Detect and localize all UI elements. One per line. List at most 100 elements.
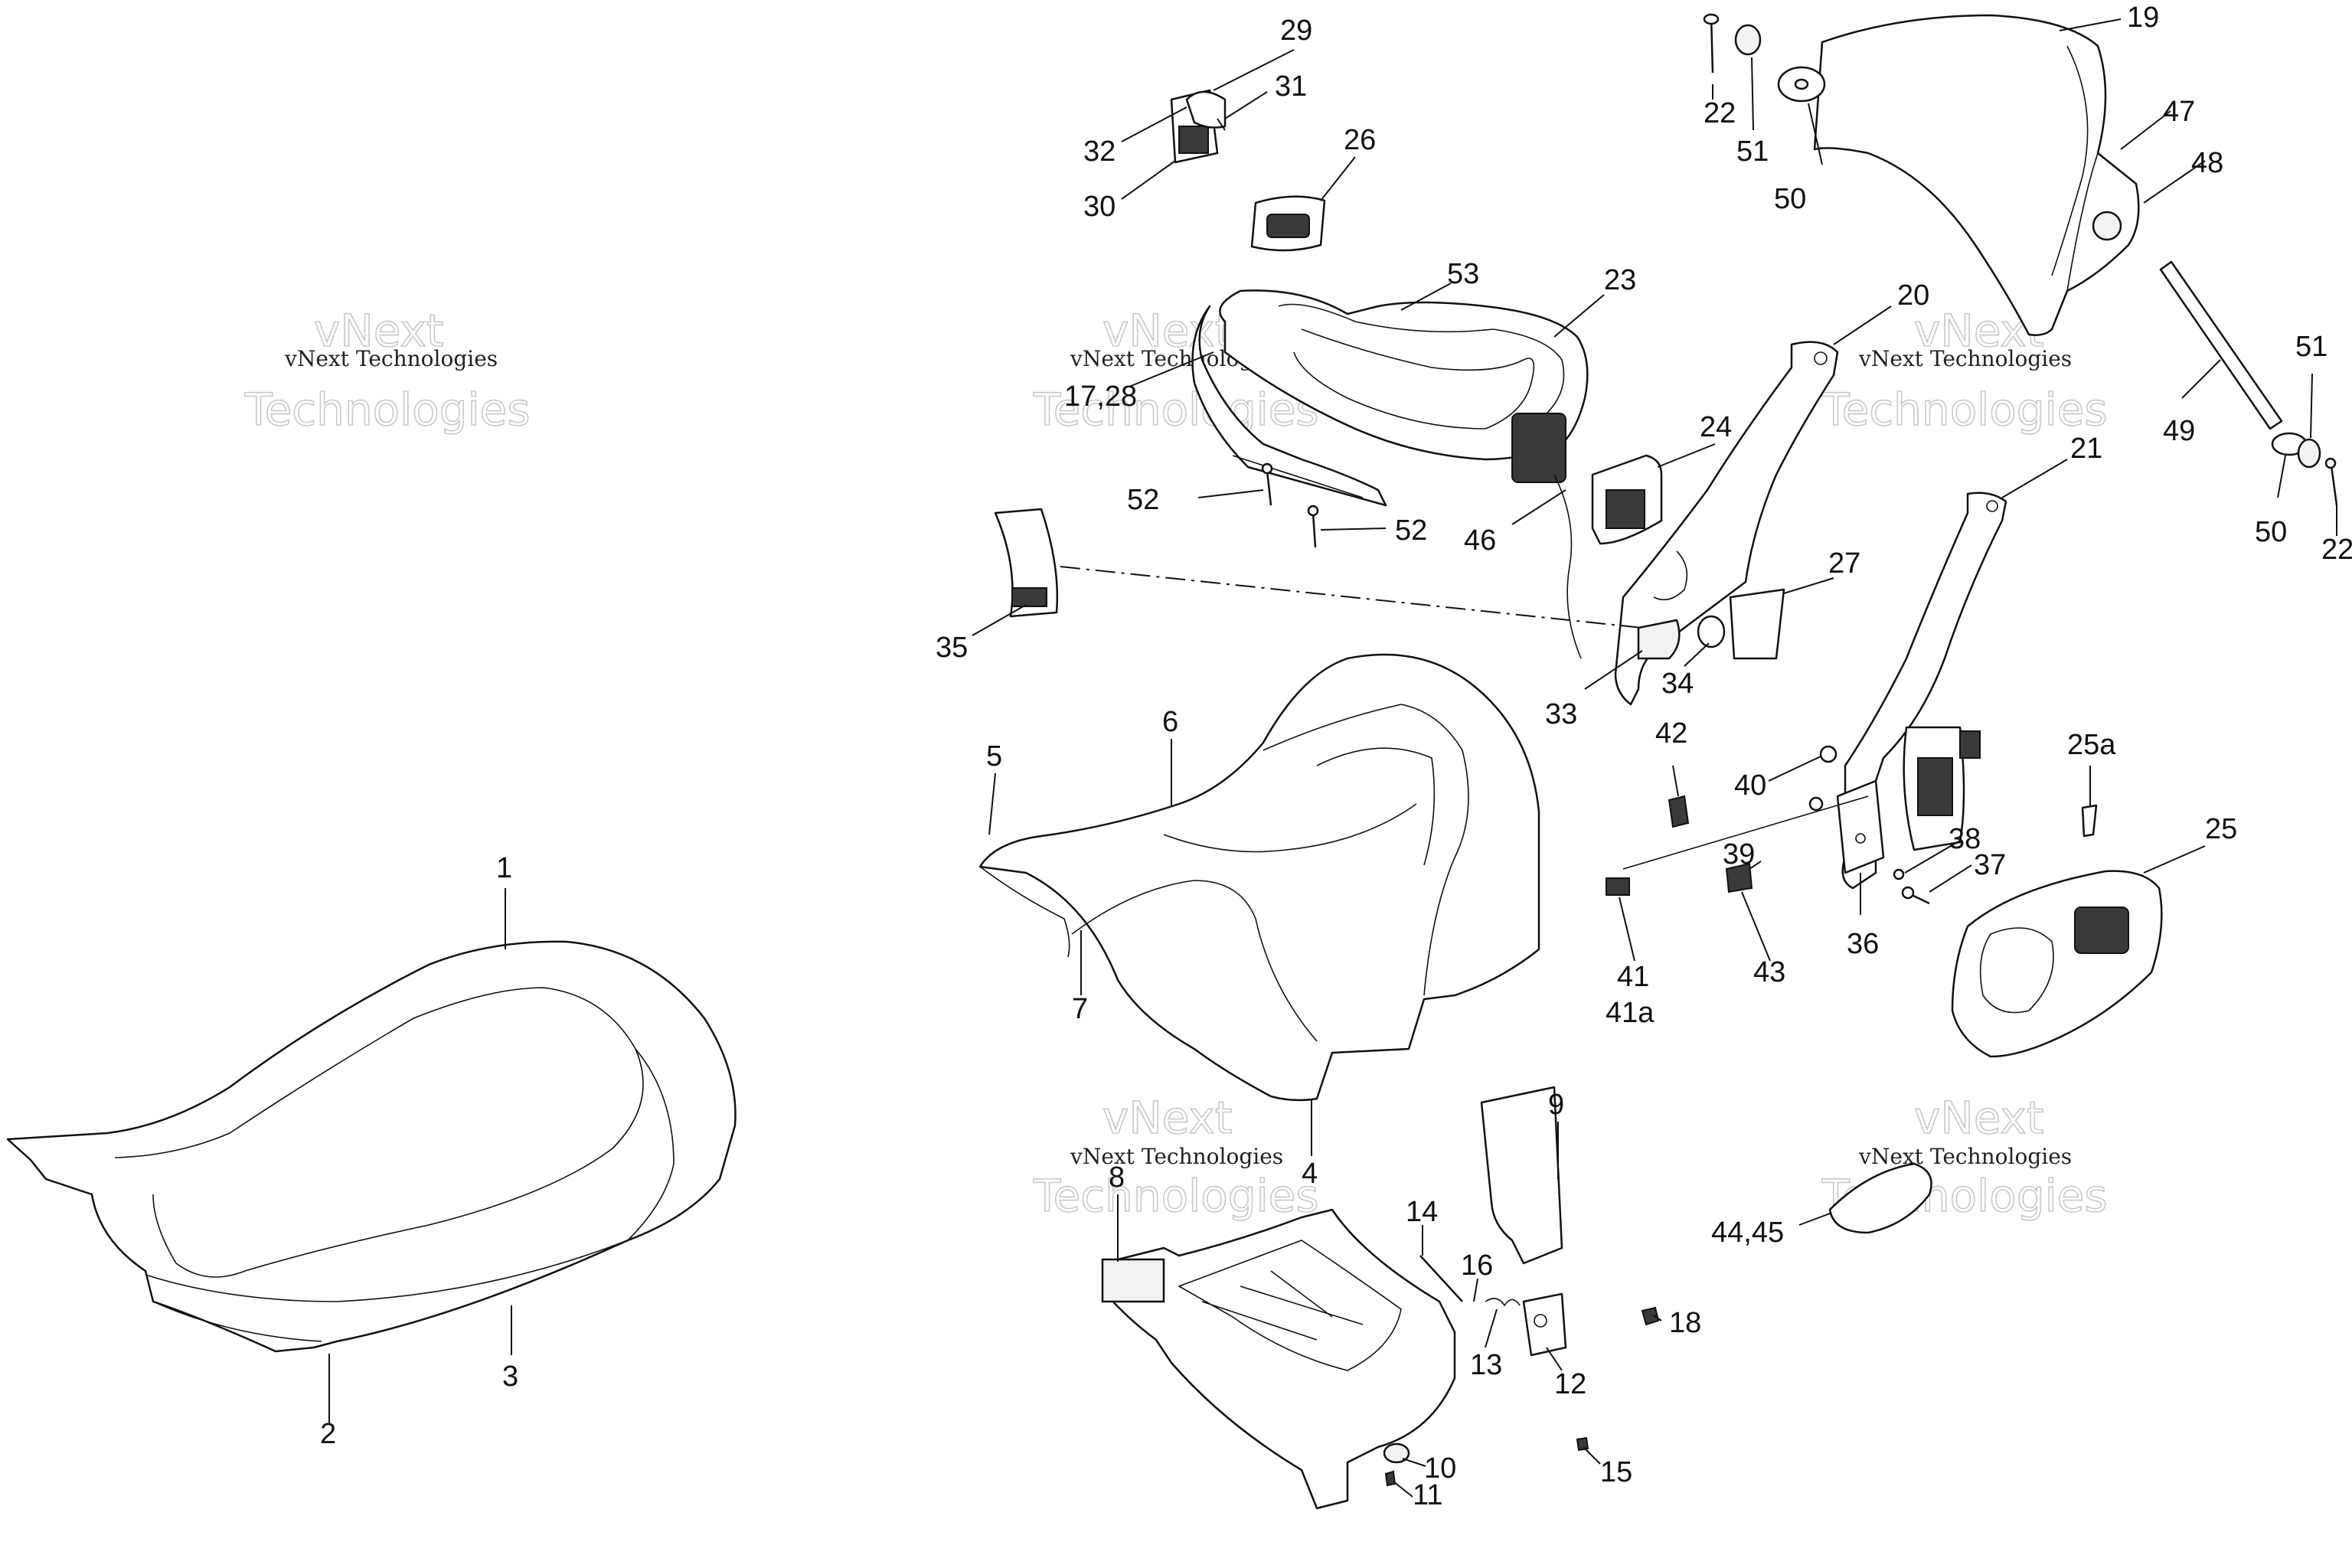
latch-handle-assembly bbox=[1170, 89, 1227, 164]
clip-18 bbox=[1641, 1306, 1660, 1326]
label-26: 26 bbox=[1344, 124, 1376, 156]
backrest-hardware-top bbox=[1703, 13, 1826, 103]
seat-left-outline bbox=[6, 940, 737, 1353]
screw-25a bbox=[2081, 804, 2098, 838]
leader-51-right bbox=[2310, 373, 2313, 439]
label-51-right: 51 bbox=[2295, 331, 2328, 363]
label-48: 48 bbox=[2191, 147, 2223, 179]
label-6: 6 bbox=[1162, 706, 1178, 738]
label-15: 15 bbox=[1600, 1456, 1632, 1488]
label-2: 2 bbox=[320, 1418, 336, 1450]
cover-25-panel bbox=[1979, 927, 2054, 1014]
label-18: 18 bbox=[1669, 1307, 1701, 1339]
rod-49 bbox=[2159, 260, 2283, 430]
leader-52-upper bbox=[1197, 489, 1264, 498]
screw-52-upper bbox=[1266, 470, 1272, 506]
side-cover-25 bbox=[1951, 804, 2163, 1058]
screw-22-top bbox=[1710, 15, 1714, 74]
bin-8-ribs bbox=[1201, 1270, 1364, 1341]
label-1: 1 bbox=[496, 852, 512, 884]
latch-handle-30-grip bbox=[1178, 126, 1209, 154]
seat-center-passenger-contour bbox=[1316, 747, 1436, 866]
label-9: 9 bbox=[1548, 1089, 1564, 1121]
label-7: 7 bbox=[1072, 993, 1088, 1025]
bracket-21-hole bbox=[1986, 500, 1998, 512]
leader-29 bbox=[1213, 49, 1295, 91]
watermark-line1: vNext bbox=[1102, 305, 1232, 357]
label-35: 35 bbox=[936, 632, 968, 664]
watermark-line1: vNext bbox=[314, 305, 443, 357]
screw-52-lower-head bbox=[1307, 505, 1319, 517]
leader-31 bbox=[1224, 91, 1268, 119]
leader-51-top bbox=[1751, 57, 1754, 131]
label-33: 33 bbox=[1545, 698, 1577, 730]
bushing-51-right bbox=[2297, 438, 2321, 469]
backrest-rod bbox=[2159, 260, 2338, 506]
label-52-upper: 52 bbox=[1127, 484, 1159, 516]
label-4: 4 bbox=[1302, 1158, 1318, 1190]
label-41: 41 bbox=[1617, 961, 1649, 993]
leader-50-top bbox=[1808, 103, 1823, 165]
storage-bin-8 bbox=[1101, 1208, 1456, 1510]
label-27: 27 bbox=[1828, 547, 1860, 580]
label-10: 10 bbox=[1424, 1452, 1456, 1485]
leader-43 bbox=[1741, 891, 1771, 962]
plate-9-assembly bbox=[1419, 1086, 1660, 1452]
nut-15 bbox=[1576, 1436, 1589, 1452]
backrest-lower-contour bbox=[2066, 152, 2099, 292]
seat-left-top-contour bbox=[114, 987, 644, 1278]
leader-17-28 bbox=[1129, 351, 1214, 387]
cover-26 bbox=[1250, 195, 1326, 252]
label-25: 25 bbox=[2205, 813, 2237, 845]
hinge-12-hole bbox=[1534, 1314, 1547, 1328]
leader-46 bbox=[1511, 489, 1566, 525]
bracket-21-outline bbox=[1841, 492, 2007, 890]
label-20: 20 bbox=[1897, 279, 1929, 312]
label-16: 16 bbox=[1461, 1250, 1493, 1282]
latch-housing-handle bbox=[1917, 757, 1953, 816]
leader-37 bbox=[1929, 864, 1972, 893]
latch-24-insert bbox=[1606, 489, 1645, 529]
bin-8-outline bbox=[1101, 1208, 1456, 1510]
watermark-left-top: vNext Technologies vNext Technologies bbox=[243, 304, 531, 436]
leader-26 bbox=[1320, 156, 1356, 201]
label-36: 36 bbox=[1847, 928, 1879, 960]
label-50-right: 50 bbox=[2255, 516, 2287, 548]
latch-assembly-right bbox=[1606, 726, 1981, 905]
latch-lever-32 bbox=[1185, 90, 1227, 129]
leader-53 bbox=[1400, 283, 1452, 311]
strap-35 bbox=[994, 508, 1059, 618]
backrest-pad bbox=[1813, 14, 2140, 336]
seat-left-base bbox=[152, 1301, 322, 1342]
label-52-lower: 52 bbox=[1395, 514, 1427, 547]
label-34: 34 bbox=[1661, 668, 1694, 700]
leader-11 bbox=[1393, 1481, 1413, 1498]
label-21: 21 bbox=[2070, 433, 2102, 465]
latch-plate-36-hole bbox=[1855, 833, 1866, 844]
plate-27 bbox=[1729, 588, 1785, 660]
connector-42 bbox=[1668, 795, 1690, 828]
label-8: 8 bbox=[1109, 1161, 1125, 1194]
pouch-strap bbox=[1191, 305, 1387, 507]
label-5: 5 bbox=[986, 740, 1002, 773]
leader-24 bbox=[1657, 443, 1716, 468]
pouch-rail bbox=[1232, 455, 1364, 498]
seat-center-outline bbox=[978, 653, 1540, 1102]
seat-center-side-skirt bbox=[979, 866, 1070, 958]
leader-34 bbox=[1684, 642, 1710, 667]
connector-43 bbox=[1725, 862, 1753, 893]
watermark-small: vNext Technologies bbox=[1858, 1144, 2072, 1169]
seat-center-stitch-1 bbox=[1163, 803, 1417, 853]
screw-22-top-head bbox=[1703, 13, 1720, 25]
leader-21 bbox=[2001, 459, 2068, 498]
label-44-45: 44,45 bbox=[1711, 1217, 1784, 1249]
spacer-34 bbox=[1697, 615, 1726, 648]
pouch-latch-block bbox=[1511, 413, 1566, 483]
label-49: 49 bbox=[2163, 415, 2195, 447]
leader-41 bbox=[1619, 897, 1635, 962]
backrest-inner-contour bbox=[2051, 45, 2089, 276]
watermark-line2: Technologies bbox=[244, 384, 531, 436]
label-11: 11 bbox=[1413, 1479, 1442, 1511]
label-40: 40 bbox=[1734, 769, 1766, 802]
